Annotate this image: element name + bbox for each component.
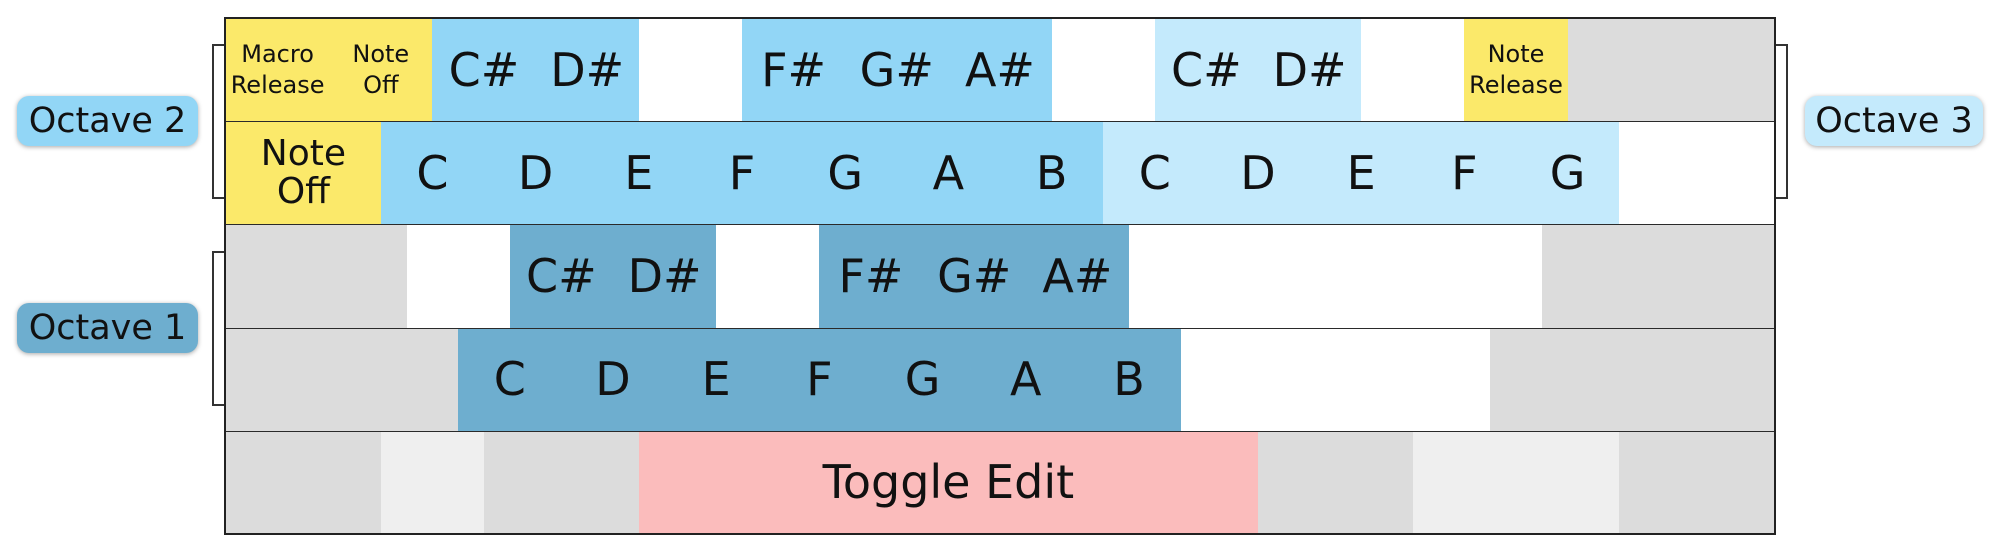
key-e[interactable]: E [664, 328, 769, 432]
key-c[interactable]: C [1103, 122, 1208, 226]
key-c-sharp[interactable]: C# [1154, 19, 1259, 123]
unused-key[interactable] [226, 225, 408, 329]
key-toggle-edit[interactable]: Toggle Edit [638, 431, 1259, 533]
unused-key[interactable] [1490, 328, 1774, 432]
unused-key[interactable] [1412, 431, 1517, 533]
key-b[interactable]: B [1077, 328, 1182, 432]
key-d[interactable]: D [484, 122, 589, 226]
key-note-off[interactable]: Note Off [329, 19, 434, 123]
key-f-sharp[interactable]: F# [819, 225, 924, 329]
key-c-sharp[interactable]: C# [432, 19, 537, 123]
key-d-sharp[interactable]: D# [535, 19, 640, 123]
blank-key[interactable] [1051, 19, 1156, 123]
unused-key[interactable] [1567, 19, 1774, 123]
key-g[interactable]: G [793, 122, 898, 226]
unused-key[interactable] [226, 328, 460, 432]
octave-2-label: Octave 2 [17, 96, 198, 146]
unused-key[interactable] [1619, 431, 1774, 533]
key-e[interactable]: E [1309, 122, 1414, 226]
octave-1-label: Octave 1 [17, 303, 198, 353]
key-f[interactable]: F [1412, 122, 1517, 226]
key-g-sharp[interactable]: G# [922, 225, 1027, 329]
key-a[interactable]: A [974, 328, 1079, 432]
key-f[interactable]: F [767, 328, 872, 432]
key-e[interactable]: E [587, 122, 692, 226]
key-b[interactable]: B [1000, 122, 1105, 226]
key-g[interactable]: G [1516, 122, 1621, 226]
unused-key[interactable] [226, 431, 382, 533]
octave-1-bracket [212, 251, 224, 406]
blank-key[interactable] [1180, 328, 1285, 432]
blank-key[interactable] [716, 225, 821, 329]
unused-key[interactable] [484, 431, 640, 533]
key-macro-release[interactable]: Macro Release [226, 19, 331, 123]
blank-key[interactable] [406, 225, 511, 329]
blank-key[interactable] [638, 19, 743, 123]
key-f-sharp[interactable]: F# [742, 19, 847, 123]
key-c-sharp[interactable]: C# [509, 225, 614, 329]
blank-key[interactable] [1129, 225, 1234, 329]
key-a-sharp[interactable]: A# [948, 19, 1053, 123]
unused-key[interactable] [380, 431, 485, 533]
blank-key[interactable] [1619, 122, 1774, 226]
function-row: Toggle Edit [226, 431, 1774, 533]
octave-3-bracket [1776, 44, 1788, 199]
key-f[interactable]: F [690, 122, 795, 226]
key-d-sharp[interactable]: D# [1258, 19, 1363, 123]
key-d[interactable]: D [561, 328, 666, 432]
key-d[interactable]: D [1206, 122, 1311, 226]
key-d-sharp[interactable]: D# [613, 225, 718, 329]
blank-key[interactable] [1361, 19, 1466, 123]
key-c[interactable]: C [458, 328, 563, 432]
key-note-release[interactable]: Note Release [1464, 19, 1569, 123]
sharps-row-octave-1: C#D# F#G#A# [226, 225, 1774, 329]
key-c[interactable]: C [380, 122, 485, 226]
unused-key[interactable] [1516, 431, 1621, 533]
blank-key[interactable] [1335, 225, 1440, 329]
blank-key[interactable] [1438, 225, 1543, 329]
unused-key[interactable] [1541, 225, 1774, 329]
key-g[interactable]: G [871, 328, 976, 432]
blank-key[interactable] [1283, 328, 1388, 432]
key-a-sharp[interactable]: A# [1025, 225, 1130, 329]
unused-key[interactable] [1258, 431, 1414, 533]
key-note-off[interactable]: Note Off [226, 122, 382, 226]
octave-2-bracket [212, 44, 224, 199]
key-a[interactable]: A [896, 122, 1001, 226]
key-g-sharp[interactable]: G# [845, 19, 950, 123]
blank-key[interactable] [1387, 328, 1492, 432]
octave-3-label: Octave 3 [1805, 96, 1983, 146]
blank-key[interactable] [1232, 225, 1337, 329]
